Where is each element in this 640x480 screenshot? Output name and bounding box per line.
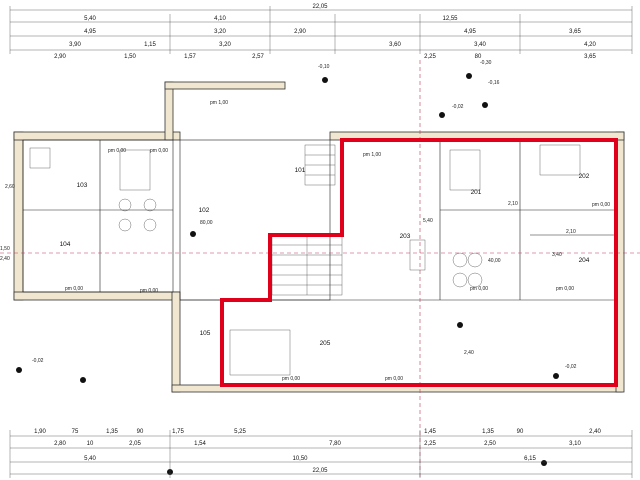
room-label-102: 102	[199, 207, 210, 214]
level-pm000-a: pm 0,00	[108, 148, 126, 154]
level-markers	[16, 73, 559, 475]
room-label-204: 204	[579, 257, 590, 264]
dim-bottom-2e: 7,80	[329, 441, 341, 447]
dim-top-3a: 3,90	[69, 42, 81, 48]
level-pm000-g: pm 0,00	[282, 376, 300, 382]
level-pm000-h: pm 0,00	[385, 376, 403, 382]
dim-top-4e: 2,25	[424, 54, 436, 60]
fixtures	[29, 144, 581, 376]
dim-top-1a: 5,40	[84, 16, 96, 22]
level-pm000-e: pm 0,00	[470, 286, 488, 292]
dim-top-4b: 1,50	[124, 54, 136, 60]
dim-bottom-1a: 1,90	[34, 429, 46, 435]
room-label-101: 101	[295, 167, 306, 174]
dim-340: 3,40	[552, 252, 562, 258]
dim-top-2b: 3,20	[214, 29, 226, 35]
area-80: 80,00	[200, 220, 213, 226]
dim-top-2c: 2,90	[294, 29, 306, 35]
level-neg010: -0,10	[318, 64, 330, 70]
staircase	[271, 144, 343, 296]
dim-top-3d: 3,60	[389, 42, 401, 48]
dim-top-4d: 2,57	[252, 54, 264, 60]
area-40: 40,00	[488, 258, 501, 264]
level-neg002-c: -0,02	[452, 104, 464, 110]
dim-top-4f: 80	[475, 54, 482, 60]
room-label-103: 103	[77, 182, 88, 189]
dim-bottom-2b: 10	[87, 441, 94, 447]
room-label-105: 105	[200, 330, 211, 337]
dim-bottom-3b: 10,50	[292, 456, 308, 462]
dim-bottom-1c: 1,35	[106, 429, 118, 435]
room-label-203: 203	[400, 233, 411, 240]
level-pm100-a: pm 1,00	[210, 100, 228, 106]
dim-top-3b: 1,15	[144, 42, 156, 48]
dim-bottom-2f: 2,25	[424, 441, 436, 447]
level-neg016: -0,16	[488, 80, 500, 86]
level-pm000-b: pm 0,00	[150, 148, 168, 154]
dim-bottom-2h: 3,10	[569, 441, 581, 447]
room-label-104: 104	[60, 241, 71, 248]
dim-top-4g: 3,65	[584, 54, 596, 60]
dim-bottom-2a: 2,80	[54, 441, 66, 447]
dim-bottom-3c: 6,15	[524, 456, 536, 462]
dim-top-total: 22,05	[312, 4, 328, 10]
dim-top-1b: 4,10	[214, 16, 226, 22]
dim-bottom-1g: 1,45	[424, 429, 436, 435]
dim-top-3e: 3,40	[474, 42, 486, 48]
room-label-205: 205	[320, 340, 331, 347]
dim-bottom-1j: 2,40	[589, 429, 601, 435]
level-pm000-d: pm 0,00	[140, 288, 158, 294]
level-pm000-c: pm 0,00	[65, 286, 83, 292]
dim-bottom-1f: 5,25	[234, 429, 246, 435]
level-pm100-b: pm 1,00	[363, 152, 381, 158]
dim-240-b: 2,40	[464, 350, 474, 356]
level-pm000-i: pm 0,00	[592, 202, 610, 208]
dim-top-3f: 4,20	[584, 42, 596, 48]
dim-bottom-2c: 2,05	[129, 441, 141, 447]
level-neg002-a: -0,02	[32, 358, 44, 364]
dim-bottom-2g: 2,50	[484, 441, 496, 447]
dim-bottom-1b: 75	[72, 429, 79, 435]
walls	[13, 81, 625, 393]
dim-bottom-1h: 1,35	[482, 429, 494, 435]
dim-240-a: 2,40	[0, 256, 10, 262]
room-label-202: 202	[579, 173, 590, 180]
dim-top-2d: 4,95	[464, 29, 476, 35]
annotations: pm 1,00 pm 1,00 pm 0,00 pm 0,00 pm 0,00 …	[0, 60, 610, 382]
dim-top-3c: 3,20	[219, 42, 231, 48]
highlight-outline	[220, 138, 618, 387]
dim-top-4a: 2,90	[54, 54, 66, 60]
dim-bottom-2d: 1,54	[194, 441, 206, 447]
dim-210-a: 2,10	[508, 201, 518, 207]
level-pm000-f: pm 0,00	[556, 286, 574, 292]
dim-bottom-1d: 90	[137, 429, 144, 435]
dim-top-2e: 3,65	[569, 29, 581, 35]
dim-bottom-1e: 1,75	[172, 429, 184, 435]
dim-bottom-total: 22,05	[312, 468, 328, 474]
dim-210-b: 2,10	[566, 229, 576, 235]
dim-540: 5,40	[423, 218, 433, 224]
dim-150: 1,50	[0, 246, 10, 252]
top-dimensions: 5,40 4,10 12,55 22,05 4,95 3,20 2,90 4,9…	[9, 4, 633, 60]
dim-260: 2,60	[5, 184, 15, 190]
dim-bottom-1i: 90	[517, 429, 524, 435]
dim-bottom-3a: 5,40	[84, 456, 96, 462]
room-label-201: 201	[471, 189, 482, 196]
dim-top-1c: 12,55	[442, 16, 458, 22]
level-neg030: -0,30	[480, 60, 492, 66]
dim-top-4c: 1,57	[184, 54, 196, 60]
level-neg002-b: -0,02	[565, 364, 577, 370]
dim-top-2a: 4,95	[84, 29, 96, 35]
bottom-dimensions: 1,90 75 1,35 90 1,75 5,25 1,45 1,35 90 2…	[9, 429, 633, 478]
